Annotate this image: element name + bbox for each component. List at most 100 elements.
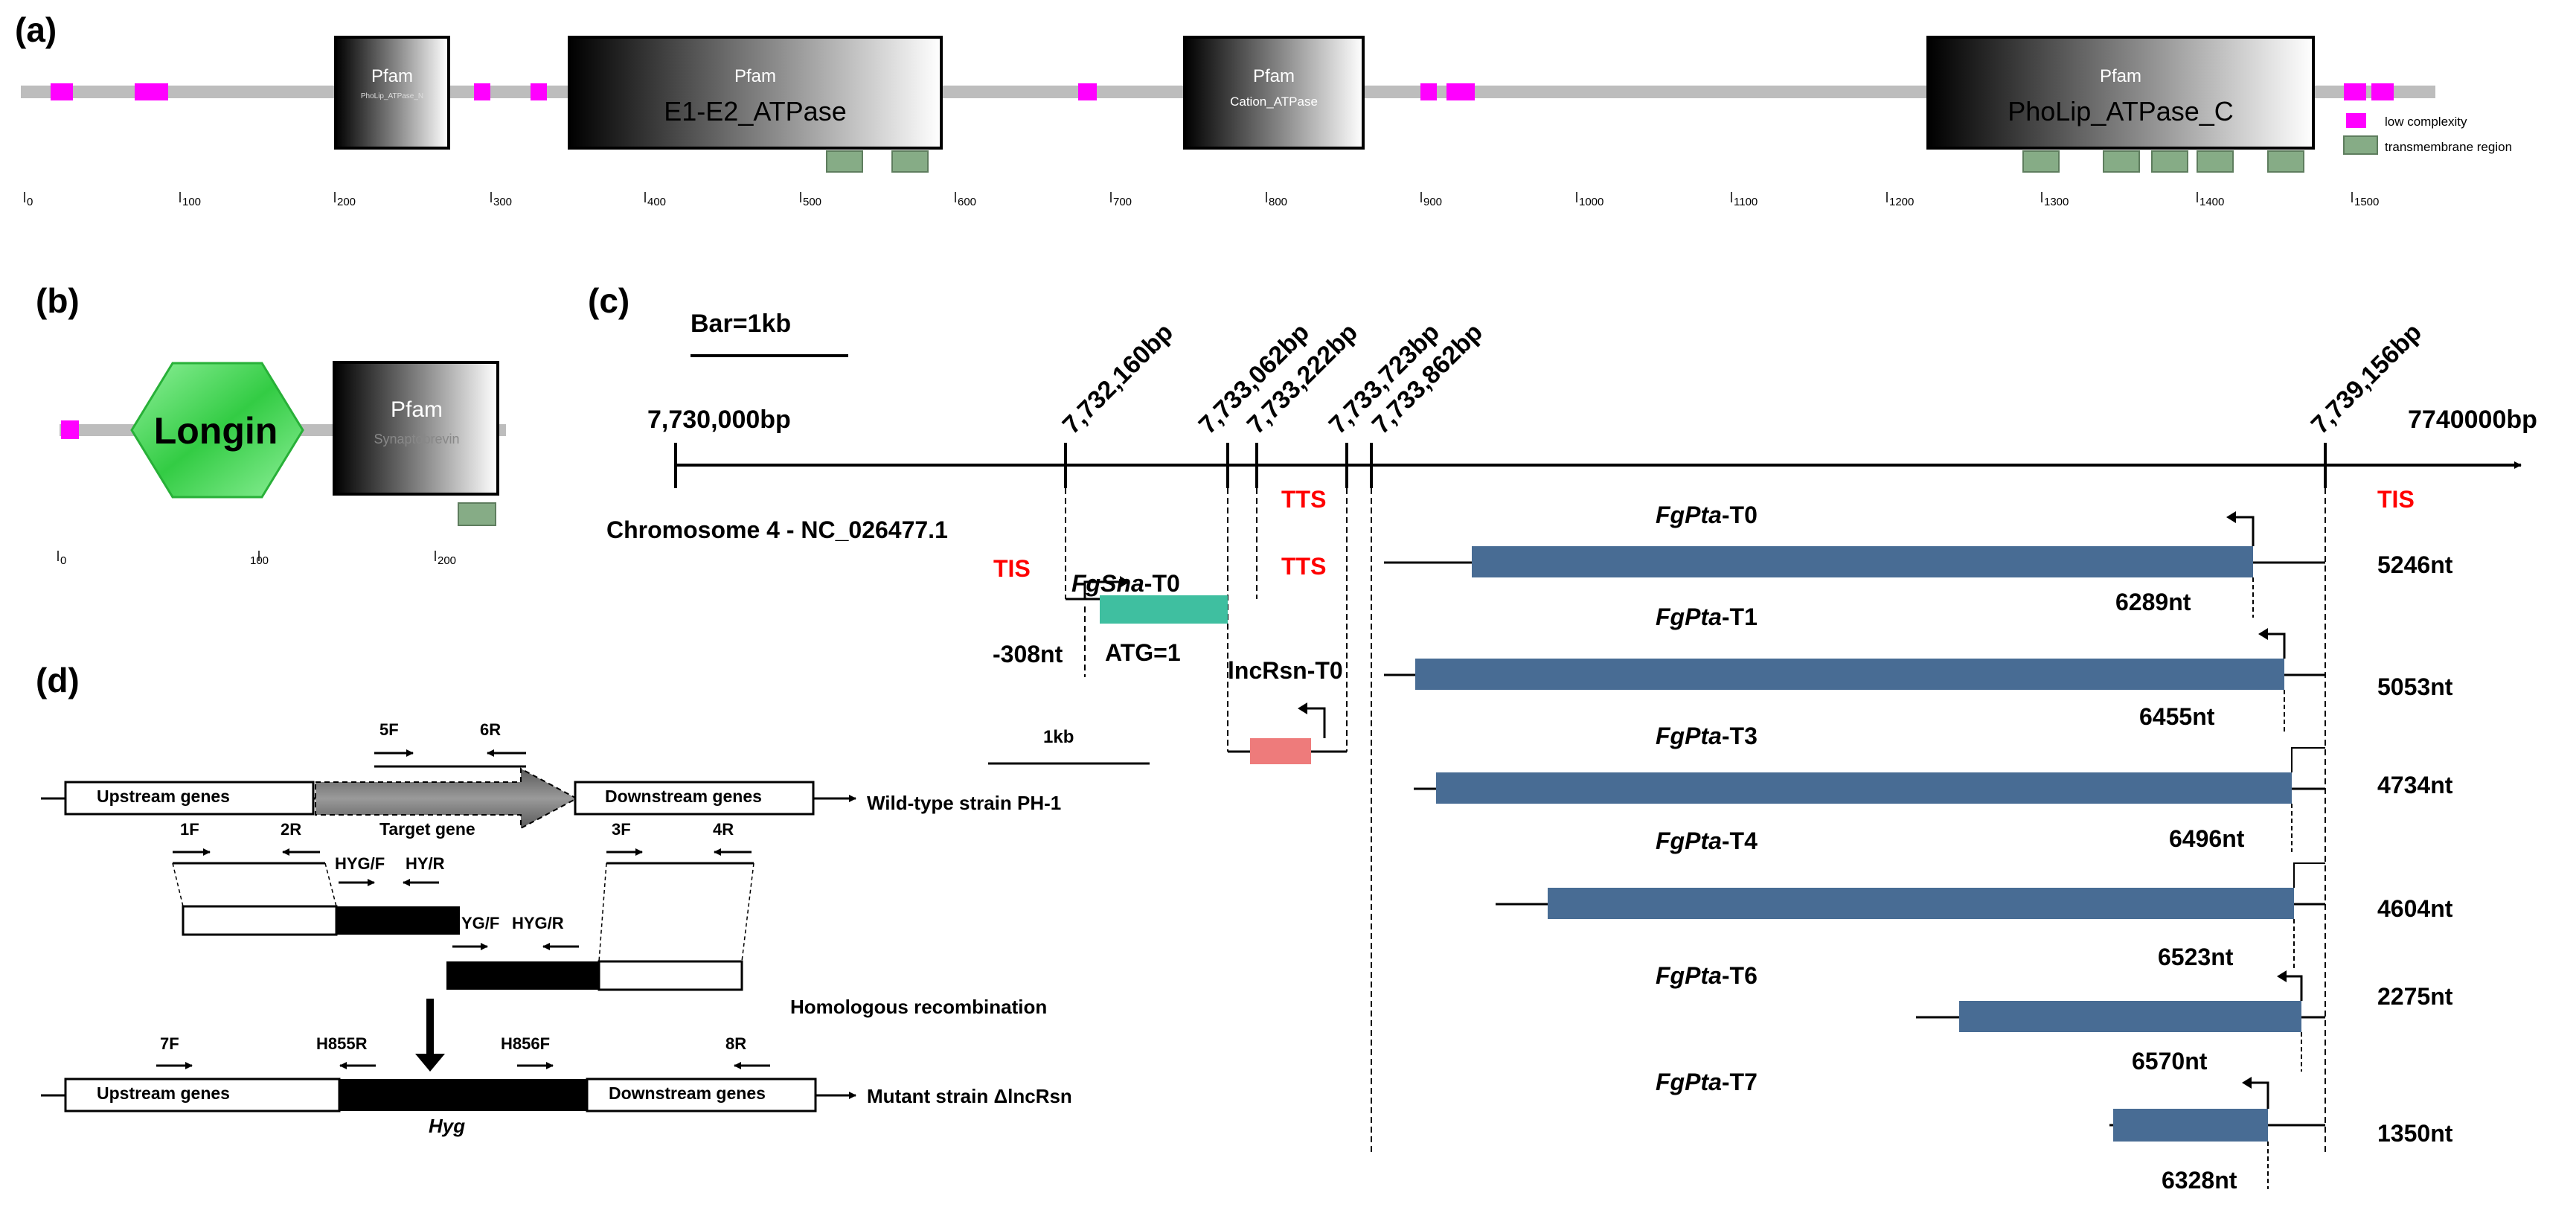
lncrsn-exon	[1250, 738, 1311, 764]
chromosome-label: Chromosome 4 - NC_026477.1	[606, 516, 948, 543]
tick-label: 600	[958, 196, 976, 208]
pfam-domain-synaptobrevin: Pfam Synaptobrevin	[333, 361, 499, 496]
transcript-name: FgPta-T0	[1656, 502, 1758, 528]
pfam-domain-pholip-c: Pfam PhoLip_ATPase_C	[1926, 36, 2315, 150]
projection-lines	[172, 862, 754, 962]
tick-label: 200	[337, 196, 356, 208]
fgpta-transcript-t4: FgPta-T4 6523nt 4604nt	[1496, 827, 2453, 971]
target-gene-label: Target gene	[379, 819, 475, 839]
transcript-position: 6289nt	[2115, 589, 2191, 615]
primer-label: YG/F	[461, 914, 499, 932]
primer-label: 8R	[725, 1034, 746, 1053]
pfam-name: Cation_ATPase	[1230, 95, 1318, 109]
primer-label: HYG/R	[512, 914, 564, 932]
fgpta-transcript-t6: FgPta-T6 6570nt 2275nt	[1656, 962, 2453, 1075]
transcript-length: 2275nt	[2377, 983, 2453, 1010]
sequence-axis: 0 100 200 300 400 500 600 700 800 900 10…	[24, 192, 2379, 208]
low-complexity-segment	[1420, 83, 1437, 100]
low-complexity-segment	[2344, 83, 2366, 100]
pfam-domain-cation-atpase: Pfam Cation_ATPase	[1183, 36, 1365, 150]
tick-label: 200	[438, 554, 456, 567]
panel-a-label: (a)	[15, 10, 57, 49]
legend: low complexity transmembrane region	[2343, 113, 2512, 155]
pfam-title: Pfam	[734, 66, 776, 86]
primer-label: 4R	[713, 820, 734, 839]
rotated-coordinates: 7,732,160bp 7,733,062bp 7,733,222bp 7,73…	[1057, 318, 2427, 439]
transcript-length: 5053nt	[2377, 673, 2453, 700]
pfam-name: E1-E2_ATPase	[664, 96, 846, 127]
transcript-exon	[1472, 546, 2253, 577]
hyg-label: Hyg	[429, 1115, 465, 1137]
tick-label: 1400	[2199, 196, 2224, 208]
tick-label: 1100	[1734, 196, 1758, 208]
tts-label-fgsna: TTS	[1281, 553, 1326, 580]
tick-label: 0	[27, 196, 33, 208]
primer-label: 7F	[160, 1034, 179, 1053]
legend-low-complexity-label: low complexity	[2385, 115, 2467, 129]
pfam-title: Pfam	[371, 66, 413, 86]
pfam-title: Pfam	[391, 397, 443, 422]
panel-b-label: (b)	[36, 281, 80, 320]
mutant-downstream-genes-box	[586, 1078, 817, 1112]
tick-label: 100	[182, 196, 201, 208]
scale-bar-label: Bar=1kb	[691, 310, 791, 338]
mutant-upstream-genes-label: Upstream genes	[97, 1083, 230, 1103]
transcript-position: 6570nt	[2132, 1048, 2208, 1075]
transcript-exon	[1548, 888, 2294, 919]
panel-d-label: (d)	[36, 661, 80, 699]
fgsna-transcript: FgSna-T0 -308nt ATG=1	[993, 570, 1228, 667]
legend-low-complexity-swatch	[2346, 113, 2366, 128]
transcript-length: 4604nt	[2377, 895, 2453, 922]
hyg-fragment-2	[446, 961, 599, 990]
pfam-domain-pholip-n: Pfam PhoLip_ATPase_N	[334, 36, 450, 150]
homologous-recombination-label: Homologous recombination	[790, 996, 1047, 1018]
tick-label: 800	[1269, 196, 1287, 208]
transcript-name: FgPta-T6	[1656, 962, 1758, 989]
transmembrane-segment	[2197, 150, 2234, 173]
transcript-exon	[1959, 1001, 2301, 1032]
transcript-name: FgPta-T3	[1656, 723, 1758, 749]
transcript-length: 1350nt	[2377, 1120, 2453, 1147]
tts-label: TTS	[1281, 486, 1326, 513]
mutant-strain-label: Mutant strain ΔlncRsn	[867, 1085, 1072, 1107]
transcript-exon	[1436, 772, 2292, 804]
transmembrane-segment	[2151, 150, 2188, 173]
low-complexity-segment	[135, 83, 168, 100]
coordinate-start: 7,730,000bp	[647, 406, 791, 434]
fgpta-transcript-t7: FgPta-T7 6328nt 1350nt	[1656, 1069, 2453, 1194]
pfam-domain-e1-e2-atpase: Pfam E1-E2_ATPase	[568, 36, 943, 150]
transmembrane-segment	[826, 150, 863, 173]
recombination-arrow-head	[415, 1054, 445, 1072]
transmembrane-segment	[2022, 150, 2060, 173]
transcript-position: 6496nt	[2169, 825, 2245, 852]
transmembrane-segment	[891, 150, 929, 173]
pfam-name: Synaptobrevin	[374, 432, 459, 446]
tis-label: TIS	[2377, 486, 2415, 513]
legend-transmembrane-swatch	[2343, 135, 2378, 155]
upstream-flank-box	[182, 905, 338, 936]
wildtype-strain-label: Wild-type strain PH-1	[867, 792, 1061, 814]
panel-c-label: (c)	[588, 281, 629, 320]
transcript-name: FgPta-T4	[1656, 827, 1758, 854]
tick-label: 400	[647, 196, 666, 208]
transcript-exon	[2113, 1109, 2268, 1142]
tick-label: 1300	[2044, 196, 2069, 208]
longin-label: Longin	[154, 410, 278, 452]
longin-domain: Longin	[130, 362, 304, 499]
transcript-exon	[1415, 659, 2284, 690]
downstream-flank-box	[597, 960, 743, 991]
transcript-name: FgPta-T1	[1656, 604, 1758, 630]
tick-label: 1200	[1889, 196, 1914, 208]
coordinate-end: 7740000bp	[2408, 406, 2537, 434]
primer-label: HY/R	[406, 854, 445, 873]
fgpta-transcript-t1: FgPta-T1 6455nt 5053nt	[1384, 604, 2453, 733]
axis-ticks	[674, 443, 2327, 488]
tick-label: 500	[803, 196, 821, 208]
low-complexity-segment	[531, 83, 547, 100]
transmembrane-segment	[458, 502, 496, 526]
low-complexity-segment	[2371, 83, 2394, 100]
minus-308-label: -308nt	[993, 641, 1063, 667]
low-complexity-segment	[1078, 83, 1097, 100]
primer-label: H855R	[316, 1034, 368, 1053]
low-complexity-segments	[51, 83, 2394, 100]
